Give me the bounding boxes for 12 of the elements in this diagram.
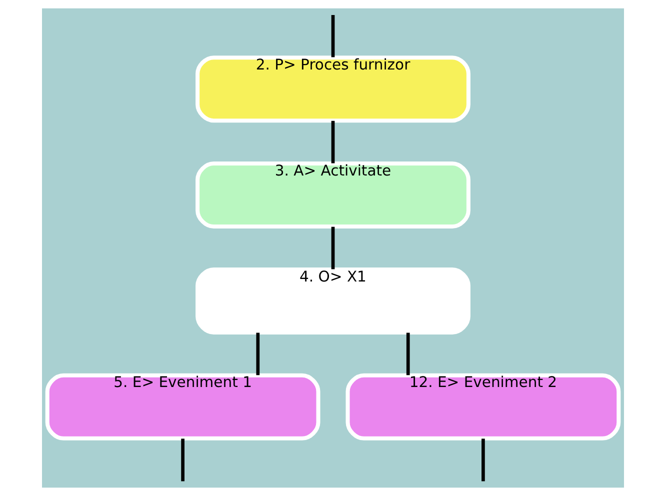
node-box: 2. P> Proces furnizor [196,56,470,123]
connector [256,332,260,376]
connector [181,438,184,482]
node-box: 3. A> Activitate [196,162,470,229]
connector [482,438,485,482]
node-box: 12. E> Eveniment 2 [346,373,621,440]
connector [331,120,335,164]
connector [406,332,410,376]
node-box: 5. E> Eveniment 1 [45,373,320,440]
connector [331,226,335,270]
node-box: 4. O> X1 [196,267,470,334]
connector [331,15,335,58]
